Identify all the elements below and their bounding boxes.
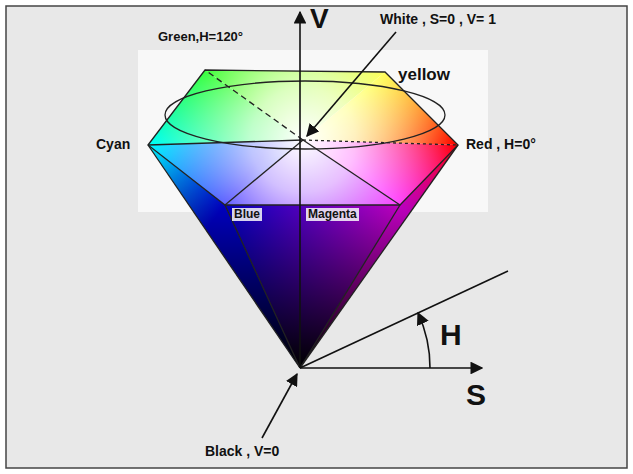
top-face	[148, 70, 458, 205]
vertex-label: yellow	[398, 66, 450, 85]
vertex-label: Red , H=0°	[466, 137, 536, 152]
vertex-label: Cyan	[96, 137, 130, 152]
point-label: Black , V=0	[205, 444, 279, 459]
frame	[6, 6, 627, 468]
point-label: White , S=0 , V= 1	[380, 12, 496, 27]
vertex-label: Blue	[232, 208, 262, 221]
vertex-label: Magenta	[306, 208, 359, 221]
vertex-label: Green,H=120°	[158, 30, 243, 44]
hexcone-edges	[148, 70, 458, 368]
axis-label: V	[310, 4, 329, 35]
axis-label: H	[440, 318, 462, 351]
axes	[262, 12, 508, 438]
axis-label: S	[466, 378, 486, 411]
